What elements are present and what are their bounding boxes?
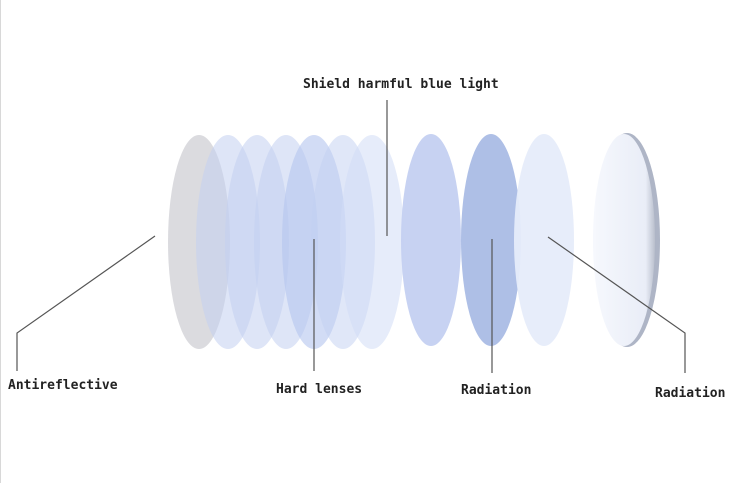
radiation-layer-pale (514, 134, 574, 346)
label-radiation-2: Radiation (655, 386, 726, 401)
frame-edge (0, 0, 1, 483)
radiation-layer-dark (461, 134, 521, 346)
leader-line-radiation-2 (547, 236, 686, 373)
outer-lens (593, 134, 655, 346)
label-hard-lenses: Hard lenses (276, 382, 363, 397)
hard-lens-layer (340, 135, 404, 349)
label-shield-blue-light: Shield harmful blue light (303, 77, 499, 92)
label-antireflective: Antireflective (8, 378, 118, 393)
blue-filter-layer (401, 134, 461, 346)
label-radiation-1: Radiation (461, 383, 532, 398)
leader-line-antireflective (16, 235, 156, 371)
